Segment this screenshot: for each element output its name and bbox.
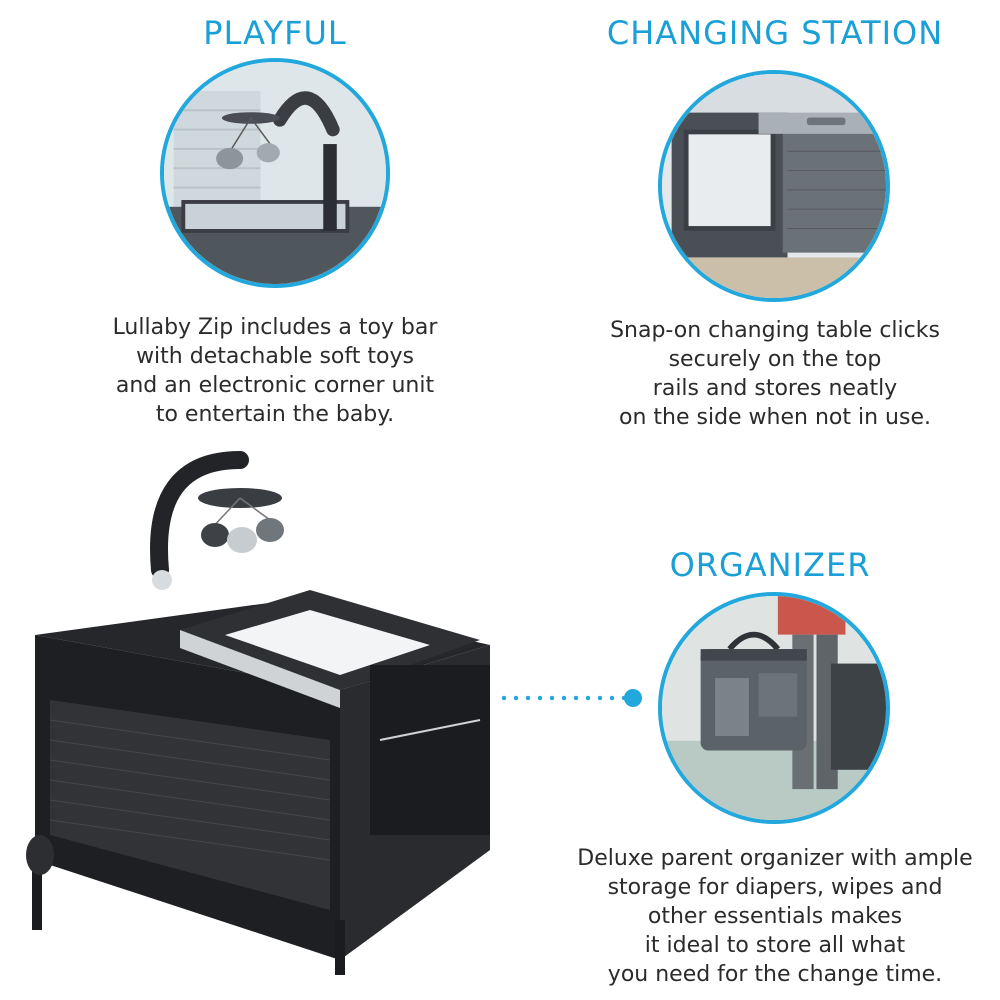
playful-line-4: to entertain the baby. [155,402,395,427]
organizer-line-5: you need for the change time. [607,962,943,987]
playful-illustration [164,62,386,284]
organizer-circle-image [658,592,890,824]
playful-line-1: Lullaby Zip includes a toy bar [112,315,438,340]
playful-line-2: with detachable soft toys [136,344,414,369]
playard-illustration [26,451,490,975]
organizer-line-4: it ideal to store all what [644,933,906,958]
organizer-heading: ORGANIZER [669,546,871,584]
playful-heading: PLAYFUL [203,14,347,52]
changing-station-line-4: on the side when not in use. [619,405,931,430]
dotted-connector [498,695,628,701]
changing-station-line-2: securely on the top [668,347,882,372]
organizer-line-3: other essentials makes [647,904,903,929]
organizer-illustration [662,596,886,820]
changing-station-line-1: Snap-on changing table clicks [610,318,940,343]
playful-line-3: and an electronic corner unit [115,373,435,398]
changing-station-illustration [662,74,886,298]
changing-station-circle-image [658,70,890,302]
connector-end-dot [624,689,642,707]
organizer-line-1: Deluxe parent organizer with ample [577,846,973,871]
changing-station-heading: CHANGING STATION [606,14,944,52]
changing-station-description: Snap-on changing table clicks securely o… [580,316,970,432]
playful-circle-image [160,58,390,288]
playard-product-image [10,440,510,990]
organizer-description: Deluxe parent organizer with ample stora… [555,844,995,989]
organizer-line-2: storage for diapers, wipes and [607,875,943,900]
changing-station-line-3: rails and stores neatly [652,376,898,401]
playful-description: Lullaby Zip includes a toy bar with deta… [85,313,465,429]
